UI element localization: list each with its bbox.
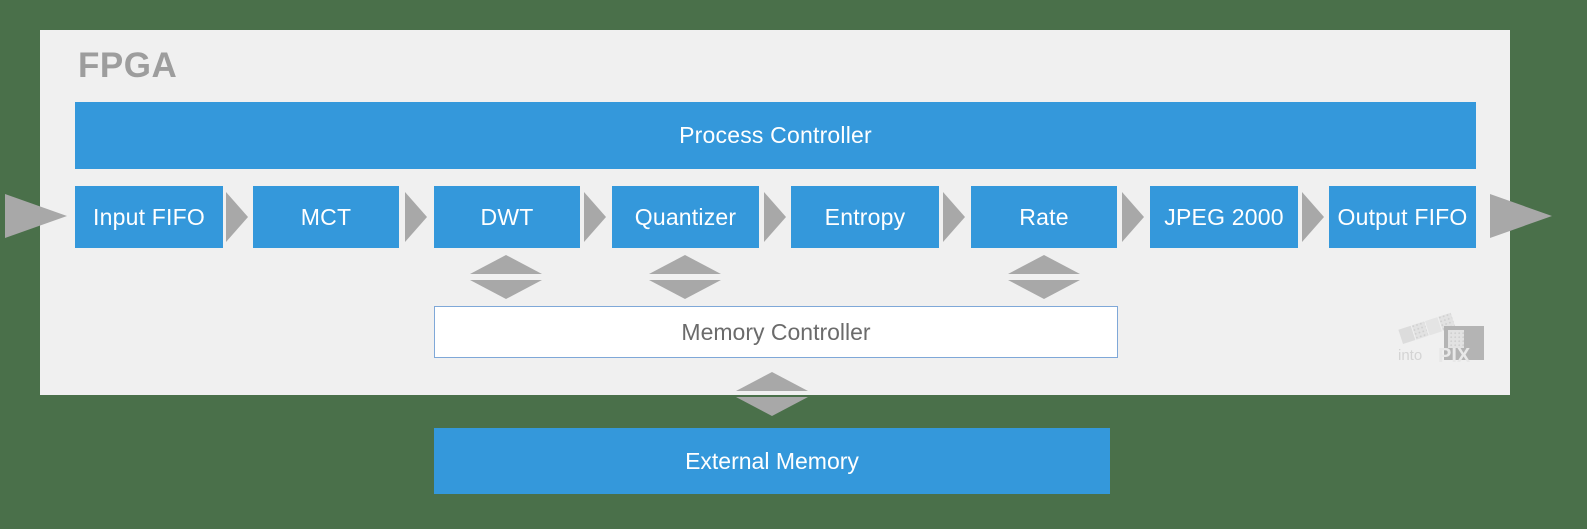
chevron-right-icon xyxy=(764,192,786,242)
chevron-right-icon xyxy=(584,192,606,242)
stage-input-fifo[interactable]: Input FIFO xyxy=(75,186,223,248)
stage-label: Quantizer xyxy=(634,203,737,230)
chevron-right-icon xyxy=(943,192,965,242)
stage-output-fifo[interactable]: Output FIFO xyxy=(1329,186,1476,248)
memory-external-link-icon xyxy=(736,372,808,416)
chevron-right-icon xyxy=(226,192,248,242)
logo-text-pix: PIX xyxy=(1438,345,1471,367)
output-flow-arrow xyxy=(1490,194,1552,238)
fpga-panel: FPGA Process Controller Input FIFO MCT D… xyxy=(40,30,1510,395)
stage-label: Rate xyxy=(1019,203,1069,230)
stage-entropy[interactable]: Entropy xyxy=(791,186,939,248)
stage-label: Input FIFO xyxy=(93,203,205,230)
quantizer-memory-link-icon xyxy=(649,255,721,299)
memory-controller-block[interactable]: Memory Controller xyxy=(434,306,1118,358)
chevron-right-icon xyxy=(1122,192,1144,242)
stage-label: Output FIFO xyxy=(1337,203,1468,230)
page-title: FPGA xyxy=(78,46,178,85)
dwt-memory-link-icon xyxy=(470,255,542,299)
stage-label: JPEG 2000 xyxy=(1164,203,1284,230)
chevron-right-icon xyxy=(1302,192,1324,242)
memory-controller-label: Memory Controller xyxy=(681,318,871,345)
stage-dwt[interactable]: DWT xyxy=(434,186,580,248)
stage-label: DWT xyxy=(480,203,534,230)
stage-jpeg-2000[interactable]: JPEG 2000 xyxy=(1150,186,1298,248)
intopix-logo: into PIX xyxy=(1390,308,1486,368)
chevron-right-icon xyxy=(405,192,427,242)
stage-quantizer[interactable]: Quantizer xyxy=(612,186,759,248)
input-flow-arrow xyxy=(5,194,67,238)
stage-label: MCT xyxy=(300,203,352,230)
process-controller-label: Process Controller xyxy=(679,122,872,148)
external-memory-label: External Memory xyxy=(685,447,859,474)
logo-text-into: into xyxy=(1398,347,1422,364)
process-controller-block[interactable]: Process Controller xyxy=(75,102,1476,169)
rate-memory-link-icon xyxy=(1008,255,1080,299)
stage-mct[interactable]: MCT xyxy=(253,186,399,248)
stage-rate[interactable]: Rate xyxy=(971,186,1117,248)
external-memory-block[interactable]: External Memory xyxy=(434,428,1110,494)
stage-label: Entropy xyxy=(824,203,906,230)
